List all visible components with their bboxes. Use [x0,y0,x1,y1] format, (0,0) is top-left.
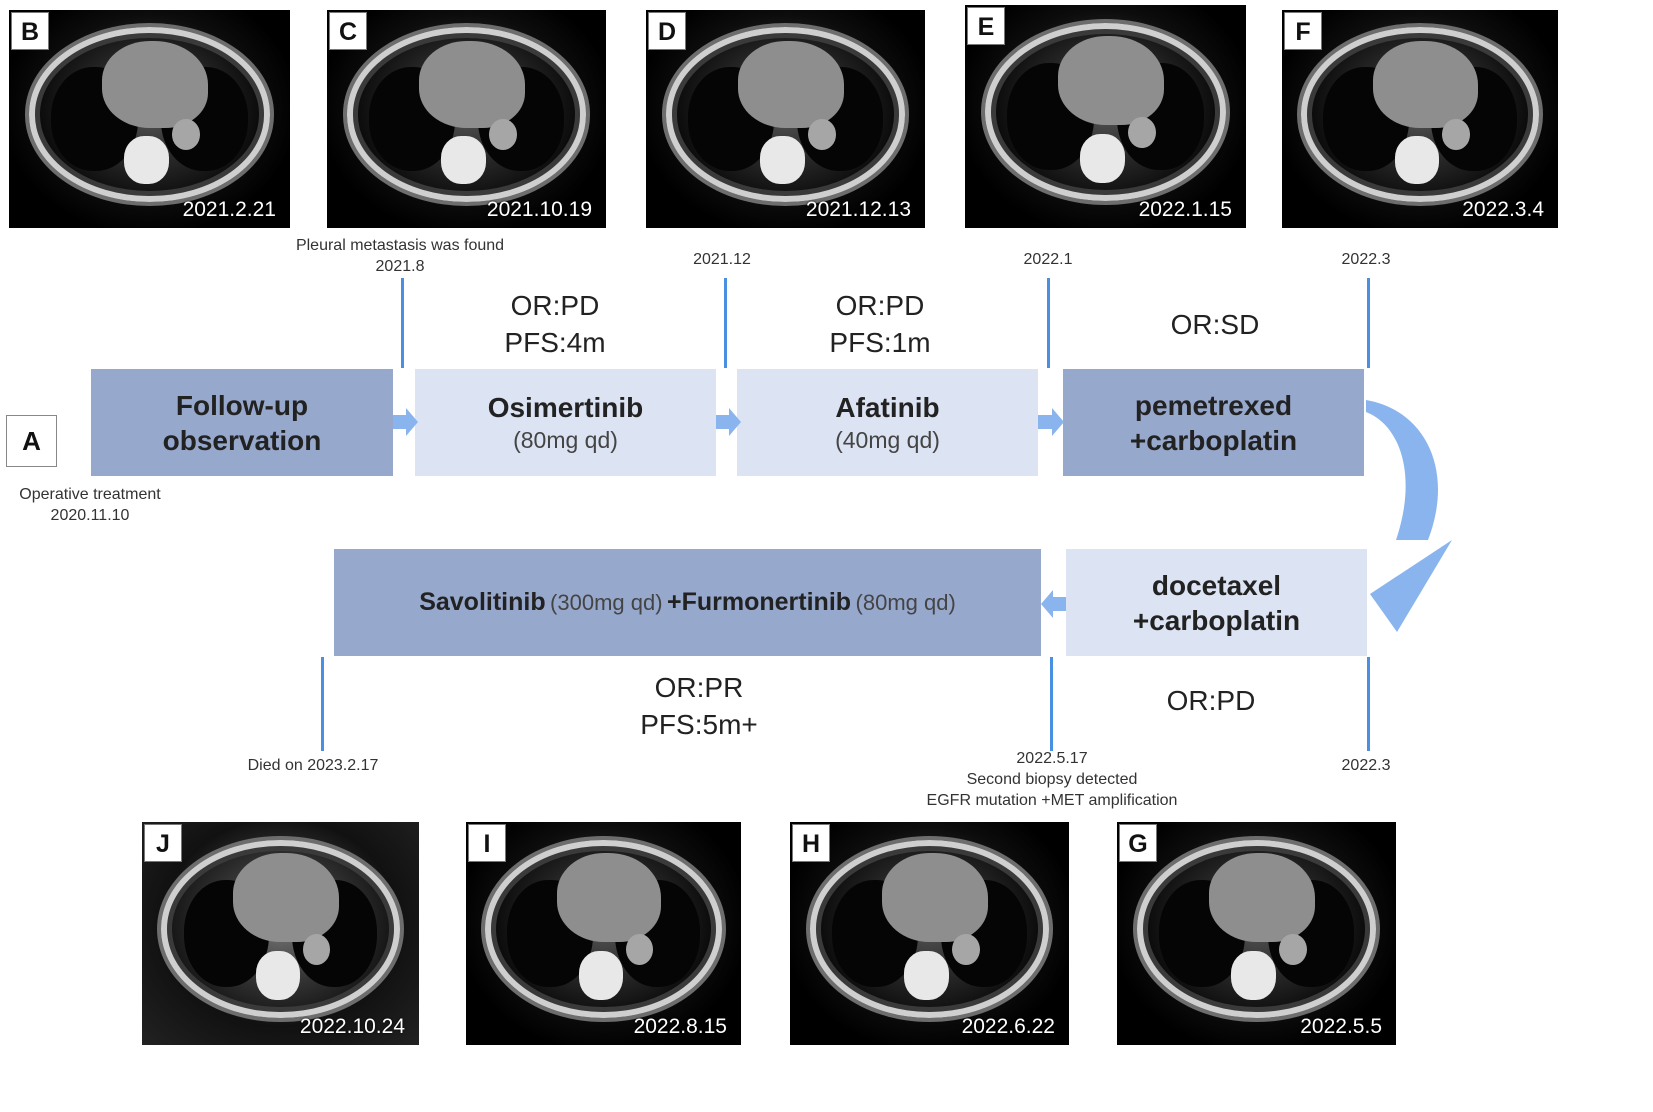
panel-letter: E [967,7,1005,45]
panel-letter-a: A [6,415,57,467]
scan-date: 2022.5.5 [1300,1015,1382,1038]
timepoint-marker [1050,657,1053,751]
panel-letter: I [468,824,506,862]
treatment-savolitinib-furmonertinib: Savolitinib (300mg qd) +Furmonertinib (8… [334,549,1041,656]
panel-letter: G [1119,824,1157,862]
dose-furmonertinib: (80mg qd) [855,590,956,615]
scan-date: 2022.10.24 [299,1015,405,1038]
ct-scan-h: H 2022.6.22 [790,822,1069,1045]
timepoint-marker [1047,278,1050,368]
scan-date: 2021.2.21 [182,198,276,221]
outcome-pemetrexed: OR:SD [1170,309,1260,340]
scan-date: 2022.1.15 [1138,198,1232,221]
treatment-docetaxel-carboplatin: docetaxel +carboplatin [1066,549,1367,656]
timepoint-label: 2022.3 [1341,251,1391,268]
arrow-right-3 [1038,408,1064,436]
pleural-date: 2021.8 [375,258,425,275]
panel-letter: J [144,824,182,862]
timepoint-marker [401,278,404,368]
arrow-right-1 [393,408,418,436]
scan-date: 2021.10.19 [486,198,592,221]
timepoint-marker [1367,657,1370,751]
treatment-osimertinib: Osimertinib (80mg qd) [415,369,716,476]
timepoint-label: 2021.12 [693,251,751,268]
panel-letter: H [792,824,830,862]
panel-letter: F [1284,12,1322,50]
curved-arrow [1366,400,1439,540]
scan-date: 2022.6.22 [961,1015,1055,1038]
drug-furmonertinib: +Furmonertinib [667,588,852,616]
biopsy-date: 2022.5.17 [1016,750,1088,767]
ct-scan-c: C 2021.10.19 [327,10,606,228]
ct-scan-e: E 2022.1.15 [965,5,1246,228]
outcome-docetaxel: OR:PD [1166,685,1256,716]
operative-date: 2020.11.10 [50,507,130,524]
scan-date: 2022.8.15 [633,1015,727,1038]
biopsy-note: Second biopsy detected [966,771,1138,788]
curved-arrow-head [1370,540,1452,632]
biopsy-result: EGFR mutation +MET amplification [926,792,1178,809]
timepoint-marker [1367,278,1370,368]
ct-scan-i: I 2022.8.15 [466,822,741,1045]
scan-date: 2022.3.4 [1462,198,1544,221]
timepoint-label: 2022.3 [1341,757,1391,774]
timepoint-marker [321,657,324,751]
treatment-afatinib: Afatinib (40mg qd) [737,369,1038,476]
ct-scan-b: B 2021.2.21 [9,10,290,228]
death-note: Died on 2023.2.17 [247,757,379,774]
ct-scan-j: J 2022.10.24 [142,822,419,1045]
panel-letter: C [329,12,367,50]
arrow-left-4 [1041,590,1066,618]
ct-scan-f: F 2022.3.4 [1282,10,1558,228]
ct-scan-d: D 2021.12.13 [646,10,925,228]
dose-savolitinib: (300mg qd) [550,590,663,615]
timepoint-marker [724,278,727,368]
arrow-right-2 [716,408,741,436]
timepoint-label: 2022.1 [1023,251,1073,268]
operative-note: Operative treatment [19,486,161,503]
treatment-pemetrexed-carboplatin: pemetrexed +carboplatin [1063,369,1364,476]
pleural-note: Pleural metastasis was found [295,237,505,254]
panel-letter: B [11,12,49,50]
scan-date: 2021.12.13 [805,198,911,221]
panel-letter: D [648,12,686,50]
drug-savolitinib: Savolitinib [419,588,546,616]
treatment-follow-up: Follow-up observation [91,369,393,476]
ct-scan-g: G 2022.5.5 [1117,822,1396,1045]
